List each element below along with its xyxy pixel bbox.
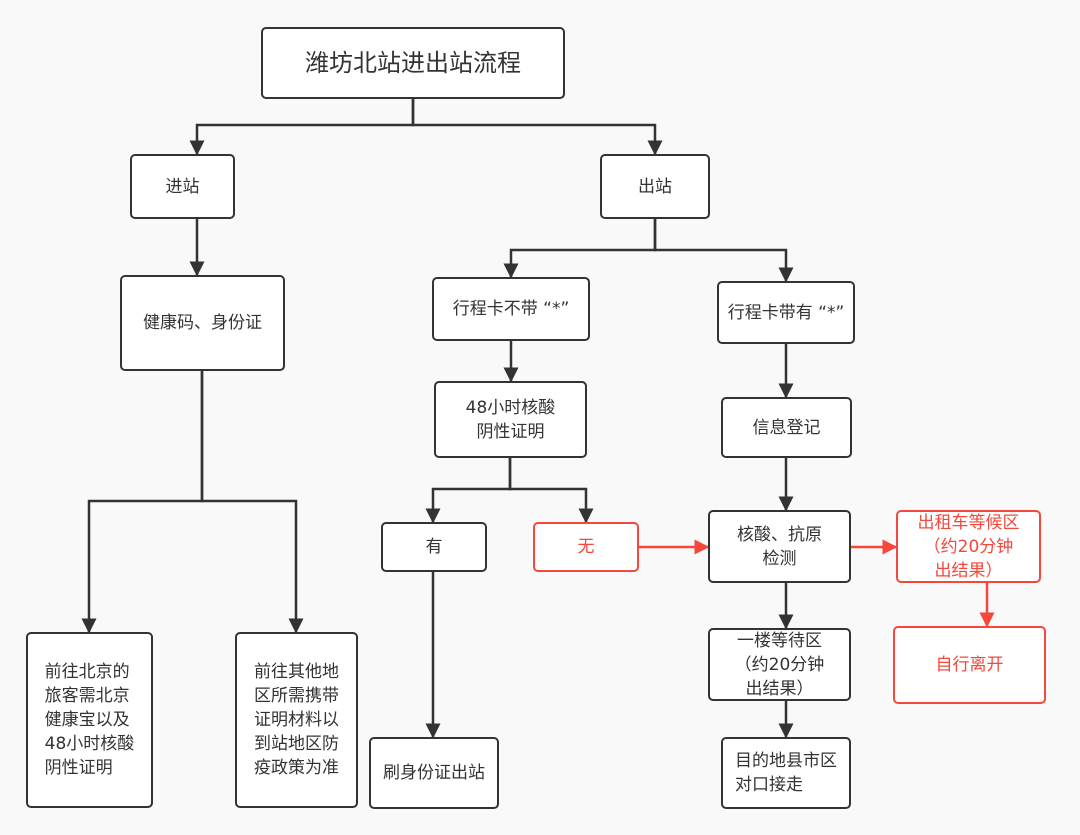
taxi-waiting-area-label: 出租车等候区 （约20分钟 出结果）: [917, 512, 1020, 581]
info-register-box: 信息登记: [721, 397, 852, 458]
health-code-id-label: 健康码、身份证: [143, 313, 262, 333]
arrow-nat48-to-has: [425, 458, 512, 524]
arrow-nat48-to-none: [508, 458, 594, 524]
exit-station-label: 出站: [638, 176, 672, 197]
destination-pickup-label: 目的地县市区 对口接走: [735, 751, 837, 795]
has-certificate-box: 有: [381, 522, 487, 572]
other-region-requirement-box: 前往其他地 区所需携带 证明材料以 到站地区防 疫政策为准: [235, 632, 358, 808]
trip-card-with-star-box: 行程卡带有 “*”: [717, 281, 855, 344]
arrow-health-id-to-beijing: [81, 371, 204, 634]
health-code-id-box: 健康码、身份证: [120, 275, 285, 371]
trip-card-no-star-label: 行程卡不带 “*”: [452, 299, 570, 319]
arrow-health-id-to-other-region: [200, 371, 304, 634]
beijing-requirement-label: 前往北京的 旅客需北京 健康宝以及 48小时核酸 阴性证明: [44, 662, 135, 778]
swipe-id-exit-label: 刷身份证出站: [383, 763, 485, 783]
beijing-requirement-box: 前往北京的 旅客需北京 健康宝以及 48小时核酸 阴性证明: [26, 632, 153, 808]
nat-antigen-test-box: 核酸、抗原 检测: [708, 510, 851, 583]
arrow-title-to-exit: [411, 99, 663, 156]
flow-title: 潍坊北站进出站流程: [305, 49, 521, 77]
enter-station-label: 进站: [165, 176, 200, 197]
swipe-id-exit-box: 刷身份证出站: [369, 737, 499, 809]
trip-card-no-star-box: 行程卡不带 “*”: [432, 277, 590, 341]
first-floor-waiting-area-label: 一楼等待区 （约20分钟 出结果）: [734, 630, 825, 699]
enter-station-box: 进站: [130, 154, 235, 219]
no-certificate-box: 无: [533, 522, 639, 572]
taxi-waiting-area-box: 出租车等候区 （约20分钟 出结果）: [896, 510, 1041, 583]
flow-title-box: 潍坊北站进出站流程: [261, 27, 565, 99]
arrow-exit-to-with-star: [653, 219, 794, 283]
destination-pickup-box: 目的地县市区 对口接走: [721, 737, 851, 809]
nat-antigen-test-label: 核酸、抗原 检测: [737, 524, 822, 569]
other-region-requirement-label: 前往其他地 区所需携带 证明材料以 到站地区防 疫政策为准: [254, 662, 339, 778]
info-register-label: 信息登记: [752, 417, 821, 438]
nat-48h-negative-label: 48小时核酸 阴性证明: [465, 397, 556, 442]
first-floor-waiting-area-box: 一楼等待区 （约20分钟 出结果）: [708, 628, 851, 701]
has-certificate-label: 有: [425, 537, 443, 557]
arrow-exit-to-no-star: [503, 219, 657, 279]
leave-on-own-label: 自行离开: [935, 655, 1004, 675]
exit-station-box: 出站: [600, 154, 710, 219]
leave-on-own-box: 自行离开: [893, 626, 1046, 704]
arrow-title-to-enter: [189, 99, 415, 156]
trip-card-with-star-label: 行程卡带有 “*”: [727, 302, 845, 323]
nat-48h-negative-box: 48小时核酸 阴性证明: [434, 381, 587, 458]
no-certificate-label: 无: [577, 537, 595, 557]
